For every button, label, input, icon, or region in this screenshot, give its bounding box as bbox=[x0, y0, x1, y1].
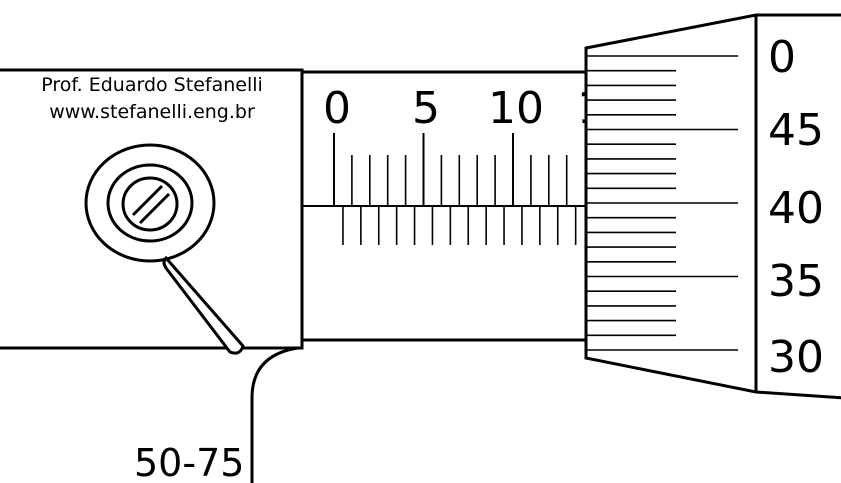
sleeve-label-10: 10 bbox=[488, 83, 544, 134]
sleeve-label-0: 0 bbox=[323, 83, 351, 134]
credit-author: Prof. Eduardo Stefanelli bbox=[41, 74, 263, 96]
thimble-label-0: 0 bbox=[768, 32, 796, 83]
thimble-scale bbox=[586, 55, 738, 351]
thimble-label-30: 30 bbox=[768, 332, 824, 383]
lock-block: Prof. Eduardo Stefanelli www.stefanelli.… bbox=[0, 68, 304, 355]
sleeve: 0 5 10 15 bbox=[298, 70, 633, 342]
thimble-label-35: 35 bbox=[768, 256, 824, 307]
sleeve-label-5: 5 bbox=[412, 83, 440, 134]
lock-lever-icon[interactable] bbox=[84, 143, 245, 355]
thimble[interactable]: 0 45 40 35 30 bbox=[584, 13, 841, 400]
range-label: 50-75 bbox=[134, 441, 244, 483]
sleeve-scale bbox=[333, 133, 577, 245]
thimble-label-45: 45 bbox=[768, 105, 824, 156]
thimble-label-40: 40 bbox=[768, 183, 824, 234]
slotted-screw-icon bbox=[121, 176, 179, 232]
credit-website: www.stefanelli.eng.br bbox=[49, 101, 255, 123]
